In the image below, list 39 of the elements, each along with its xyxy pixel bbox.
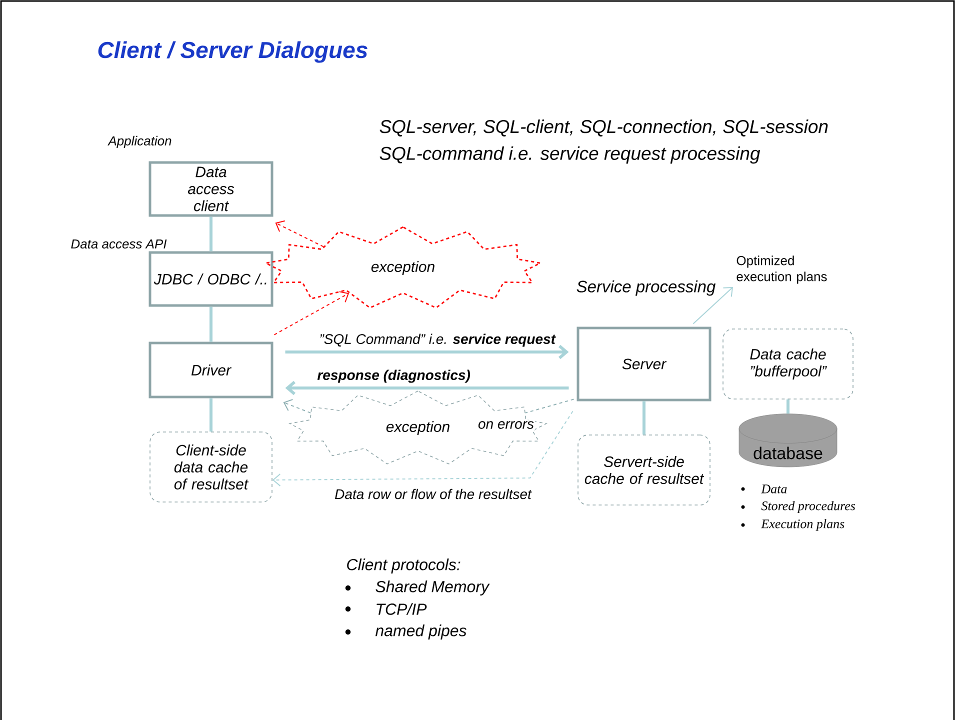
list-item: Shared Memory xyxy=(345,580,490,596)
edge-label: Data row or flow of the resultset xyxy=(334,488,532,500)
connector-line xyxy=(210,306,212,342)
connector-line xyxy=(210,216,212,252)
cache-box: Servert-side cache of resultset xyxy=(578,434,710,506)
list-item: Data xyxy=(741,484,787,494)
connector-line xyxy=(786,399,790,414)
list-item: named pipes xyxy=(345,624,466,640)
title: Client / Server Dialogues xyxy=(98,41,368,63)
arrow xyxy=(285,380,569,396)
database-cylinder: database xyxy=(738,414,838,468)
edge-label: ”SQL Command” i.e. service request xyxy=(318,332,556,348)
text-label: SQL-server, SQL-client, SQL-connection, SQL-session xyxy=(380,120,828,136)
edge-label: response (diagnostics) xyxy=(316,368,472,384)
text-label: Application xyxy=(108,136,172,148)
list-item: TCP/IP xyxy=(345,603,427,615)
arrow xyxy=(285,344,569,360)
component-box: Server xyxy=(576,326,712,402)
arrow xyxy=(692,287,733,324)
arrow xyxy=(272,410,574,486)
text-label: Client protocols: xyxy=(347,558,460,574)
arrow xyxy=(283,398,312,414)
text-label: Data access API xyxy=(71,239,167,249)
text-label: SQL-command i.e. service request processing xyxy=(380,146,760,164)
connector-line xyxy=(524,398,574,414)
note-text: Optimized execution plans xyxy=(736,256,827,284)
arrow xyxy=(275,220,324,248)
component-box: Data access client xyxy=(148,161,274,217)
list-item: Execution plans xyxy=(741,519,844,531)
arrow xyxy=(274,291,350,336)
edge-label: on errors xyxy=(477,420,536,430)
cache-box: Client-side data cache of resultset xyxy=(150,432,272,502)
connector-line xyxy=(210,398,212,432)
cache-box: Data cache ”bufferpool” xyxy=(722,328,854,400)
component-box: Driver xyxy=(148,342,274,398)
connector-line xyxy=(642,401,646,435)
text-label: Service processing xyxy=(576,280,716,296)
list-item: Stored procedures xyxy=(741,501,856,513)
component-box: JDBC / ODBC /.. xyxy=(148,251,274,307)
